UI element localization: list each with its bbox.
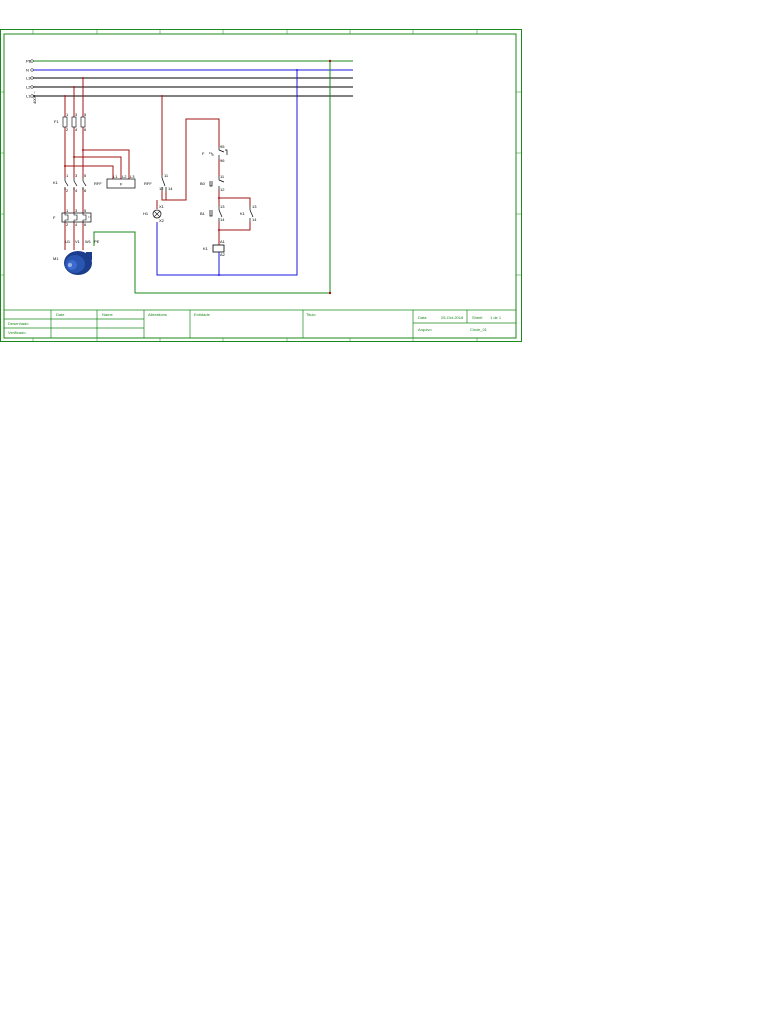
ol-term-6: 6 [84,222,87,227]
ol-term-3: 3 [75,208,78,213]
contactor-k1-aux: K1 13 14 [240,204,257,222]
motor-term-u1: U1 [65,239,71,244]
k1-main-label: K1 [53,180,59,185]
motor-term-w1: W1 [85,239,92,244]
phase-relay-rff: F RFF L1 L2 L3 [94,174,136,189]
neutral-junctions [218,69,298,276]
motor-term-pe: PE [94,239,100,244]
b1-term-14: 14 [220,217,225,222]
coil-term-a1: A1 [220,239,226,244]
outer-border [0,29,522,342]
k1-term-5: 5 [84,173,87,178]
motor-label: M1 [53,256,59,261]
k1-coil-label: K1 [203,246,209,251]
start-button-b1: B1 13 14 [200,204,225,222]
ol-term-2: 2 [66,222,69,227]
k1-term-1: 1 [66,173,69,178]
k1-term-6: 6 [84,188,87,193]
fuse-term-3: 3 [75,112,78,117]
k1-aux-label: K1 [240,211,246,216]
fuse-term-1: 1 [66,112,69,117]
tb-row-drawn: Desenhado [8,321,29,326]
fuse-term-2: 2 [66,127,69,132]
overload-relay-f: F 1 3 5 2 4 6 [53,208,92,227]
b1-term-13: 13 [220,204,225,209]
tb-title: Titulo [306,312,316,317]
tb-col-name: Name [102,312,113,317]
lamp-term-x2: X2 [159,218,165,223]
motor-m1: U1 V1 W1 PE M1 [53,239,100,275]
earth-junctions [328,59,332,295]
line-label-l3: L3 [26,76,31,81]
rff-term-l3: L3 [130,174,135,179]
power-junctions [64,77,220,231]
tb-sheet-label: Sheet [472,315,483,320]
tb-data-label: Data [418,315,427,320]
grid-ticks [1,30,521,341]
rff-contact-label: RFF [144,181,152,186]
inner-border [3,33,517,339]
stop-button-b0: B0 11 12 [200,174,225,192]
rff-label: RFF [94,181,102,186]
line-label-pe: PE [26,59,32,64]
lamp-term-x1: X1 [159,204,165,209]
ol-term-1: 1 [66,208,69,213]
coil-term-a2: A2 [220,252,226,257]
ol-contact-96: 96 [220,158,225,163]
ol-term-5: 5 [84,208,87,213]
tb-alterations: Alterations [148,312,167,317]
k1-term-2: 2 [66,188,69,193]
b0-term-11: 11 [220,174,225,179]
line-label-n: N [26,68,29,73]
b0-term-12: 12 [220,187,225,192]
rff-contact: RFF 11 12 14 [144,173,173,191]
motor-term-v1: V1 [75,239,81,244]
title-block [4,309,516,338]
tb-arquivo-value: Circle_01 [470,327,488,332]
k1-term-4: 4 [75,188,78,193]
rff-term-14: 14 [168,186,173,191]
start-button-label: B1 [200,211,206,216]
tb-col-date: Date [56,312,65,317]
aux-term-13: 13 [252,204,257,209]
tb-sheet-value: 1 de 1 [490,315,502,320]
lamp-h1: H1 X1 X2 [143,191,167,223]
fuse-term-6: 6 [84,127,87,132]
overload-label: F [53,215,56,220]
line-label-l1: L1 [26,94,31,99]
k1-term-3: 3 [75,173,78,178]
lamp-label: H1 [143,211,149,216]
supply-bus: PE N L3 L2 L1 400V ~ [26,59,353,104]
ol-term-4: 4 [75,222,78,227]
neutral-circuit [156,70,298,276]
tb-data-value: 25-Oct-2018 [441,315,464,320]
rff-term-l2: L2 [122,174,127,179]
tb-row-checked: Verificado [8,330,26,335]
fuse-term-4: 4 [75,127,78,132]
tb-arquivo-label: Arquivo [418,327,432,332]
contactor-k1-main: K1 1 3 5 2 4 6 [53,173,87,193]
aux-term-14: 14 [252,217,257,222]
supply-voltage: 400V ~ [32,91,37,104]
fuse-term-5: 5 [84,112,87,117]
overload-contact: F 95 96 [202,144,228,163]
fuse-label: F1 [54,119,59,124]
fuses-f1: F1 1 3 5 2 4 6 [54,112,87,132]
rff-box-label: F [120,182,123,187]
ol-contact-95: 95 [220,144,225,149]
rff-term-12: 12 [159,186,164,191]
rff-term-l1: L1 [113,174,118,179]
stop-button-label: B0 [200,181,206,186]
line-label-l2: L2 [26,85,31,90]
overload-contact-label: F [202,151,205,156]
rff-term-11: 11 [164,173,169,178]
contactor-k1-coil: K1 A1 A2 [203,239,226,257]
tb-entidade: Entidade [194,312,211,317]
earth-circuit [93,61,331,294]
